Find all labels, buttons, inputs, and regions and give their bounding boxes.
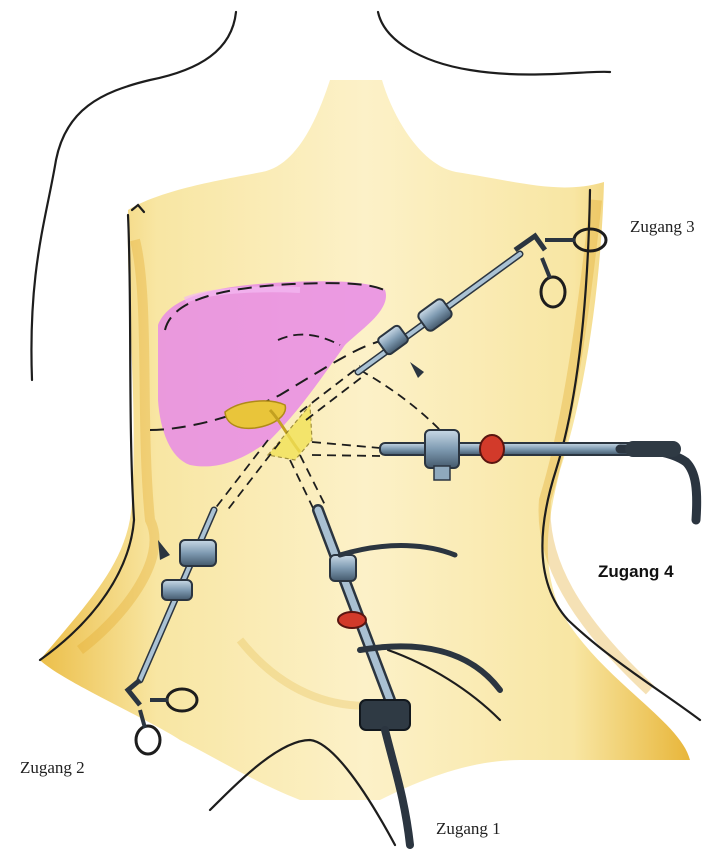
label-zugang-4: Zugang 4 bbox=[598, 562, 674, 582]
label-zugang-3: Zugang 3 bbox=[630, 217, 695, 237]
torso bbox=[40, 80, 690, 800]
label-zugang-1: Zugang 1 bbox=[436, 819, 501, 839]
torso-skin bbox=[40, 80, 690, 800]
label-zugang-2: Zugang 2 bbox=[20, 758, 85, 778]
